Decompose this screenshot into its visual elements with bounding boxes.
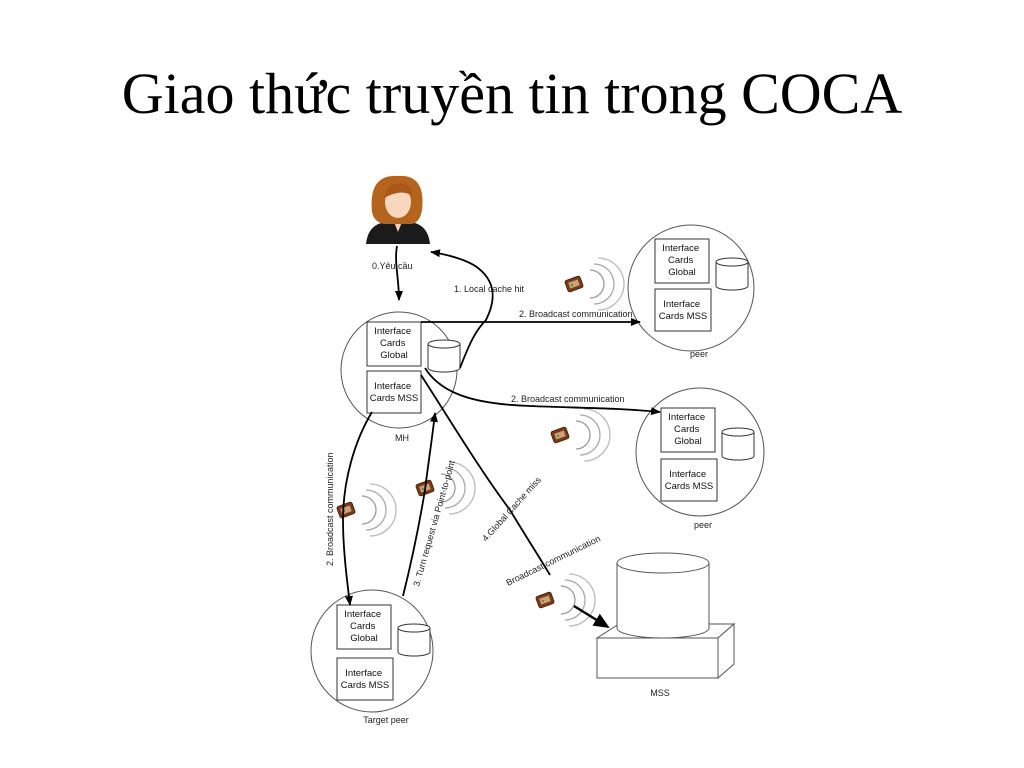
node-mss: MSS [595, 552, 736, 698]
edge-label-broadcast-left: 2. Broadcast communication [325, 452, 335, 566]
slide-title: Giao thức truyền tin trong COCA [121, 61, 903, 126]
node-label-target-peer: Target peer [363, 715, 409, 725]
edge-label-broadcast-top: 2. Broadcast communication [519, 309, 633, 319]
edge-broadcast-mid [424, 367, 661, 416]
box-label: Cards [350, 621, 376, 632]
interface-cards-global-box [654, 238, 710, 284]
svg-text:Interface Cards MSS: Interface Cards MSS [659, 299, 708, 322]
wireless-icon [549, 408, 611, 462]
database-icon [427, 339, 461, 373]
svg-text:Interface Cards MSS: Interface Cards MSS [370, 381, 419, 404]
interface-cards-mss-box [654, 288, 712, 332]
box-label: Interface [345, 668, 382, 679]
edge-global-cache-miss [420, 374, 551, 576]
interface-cards-global-box [336, 604, 392, 650]
edge-label-broadcast-mid: 2. Broadcast communication [511, 394, 625, 404]
node-peer-top: Interface Cards Global Interface Cards M… [627, 224, 755, 359]
database-icon [715, 257, 749, 291]
box-label: Cards MSS [370, 393, 419, 404]
wireless-icon [563, 257, 625, 311]
box-label: Interface [662, 243, 699, 254]
box-label: Interface [374, 381, 411, 392]
svg-text:Interface Cards MSS: Interface Cards MSS [665, 469, 714, 492]
box-label: Cards [380, 338, 406, 349]
node-label-mh: MH [395, 433, 409, 443]
interface-cards-mss-box [660, 458, 718, 502]
box-label: Global [668, 267, 695, 278]
box-label: Interface [374, 326, 411, 337]
node-target-peer: Interface Cards Global Interface Cards M… [310, 589, 434, 725]
node-label-peer-mid: peer [694, 520, 712, 530]
box-label: Cards MSS [659, 311, 708, 322]
svg-text:Interface Cards Gl: Interface Cards Global [374, 326, 414, 361]
edge-broadcast-mss [573, 604, 610, 629]
node-label-mss: MSS [650, 688, 670, 698]
edge-broadcast-left [342, 411, 373, 606]
box-label: Interface [344, 609, 381, 620]
box-label: Cards MSS [341, 680, 390, 691]
node-label-peer-top: peer [690, 349, 708, 359]
database-icon [397, 623, 431, 657]
wireless-icon [534, 573, 596, 627]
edge-local-cache-hit [430, 249, 494, 369]
box-label: Interface [663, 299, 700, 310]
box-label: Global [674, 436, 701, 447]
database-icon [721, 427, 755, 461]
box-label: Cards [674, 424, 700, 435]
edge-point-to-point [402, 412, 438, 597]
edge-label-global-miss: 4.Global Cache miss [480, 475, 543, 544]
box-label: Interface [668, 412, 705, 423]
interface-cards-mss-box [366, 370, 422, 414]
box-label: Cards [668, 255, 694, 266]
svg-text:Interface Cards MSS: Interface Cards MSS [341, 668, 390, 691]
edge-request [394, 245, 403, 301]
svg-text:Interface Cards Gl: Interface Cards Global [344, 609, 384, 644]
box-label: Cards MSS [665, 481, 714, 492]
edge-label-request: 0.Yêu cầu [372, 261, 413, 271]
interface-cards-global-box [660, 407, 716, 453]
interface-cards-mss-box [336, 657, 394, 701]
edge-label-local-hit: 1. Local cache hit [454, 284, 525, 294]
user-icon [366, 175, 430, 244]
box-label: Interface [669, 469, 706, 480]
box-label: Global [350, 633, 377, 644]
database-icon [616, 552, 710, 639]
interface-cards-global-box [366, 321, 422, 367]
node-peer-mid: Interface Cards Global Interface Cards M… [635, 387, 765, 530]
svg-text:Interface Cards Gl: Interface Cards Global [662, 243, 702, 278]
svg-text:Interface Cards Gl: Interface Cards Global [668, 412, 708, 447]
node-mh: Interface Cards Global Interface Cards M… [340, 311, 461, 443]
edge-label-broadcast-mss: Broadcast communication [504, 533, 601, 587]
box-label: Global [380, 350, 407, 361]
